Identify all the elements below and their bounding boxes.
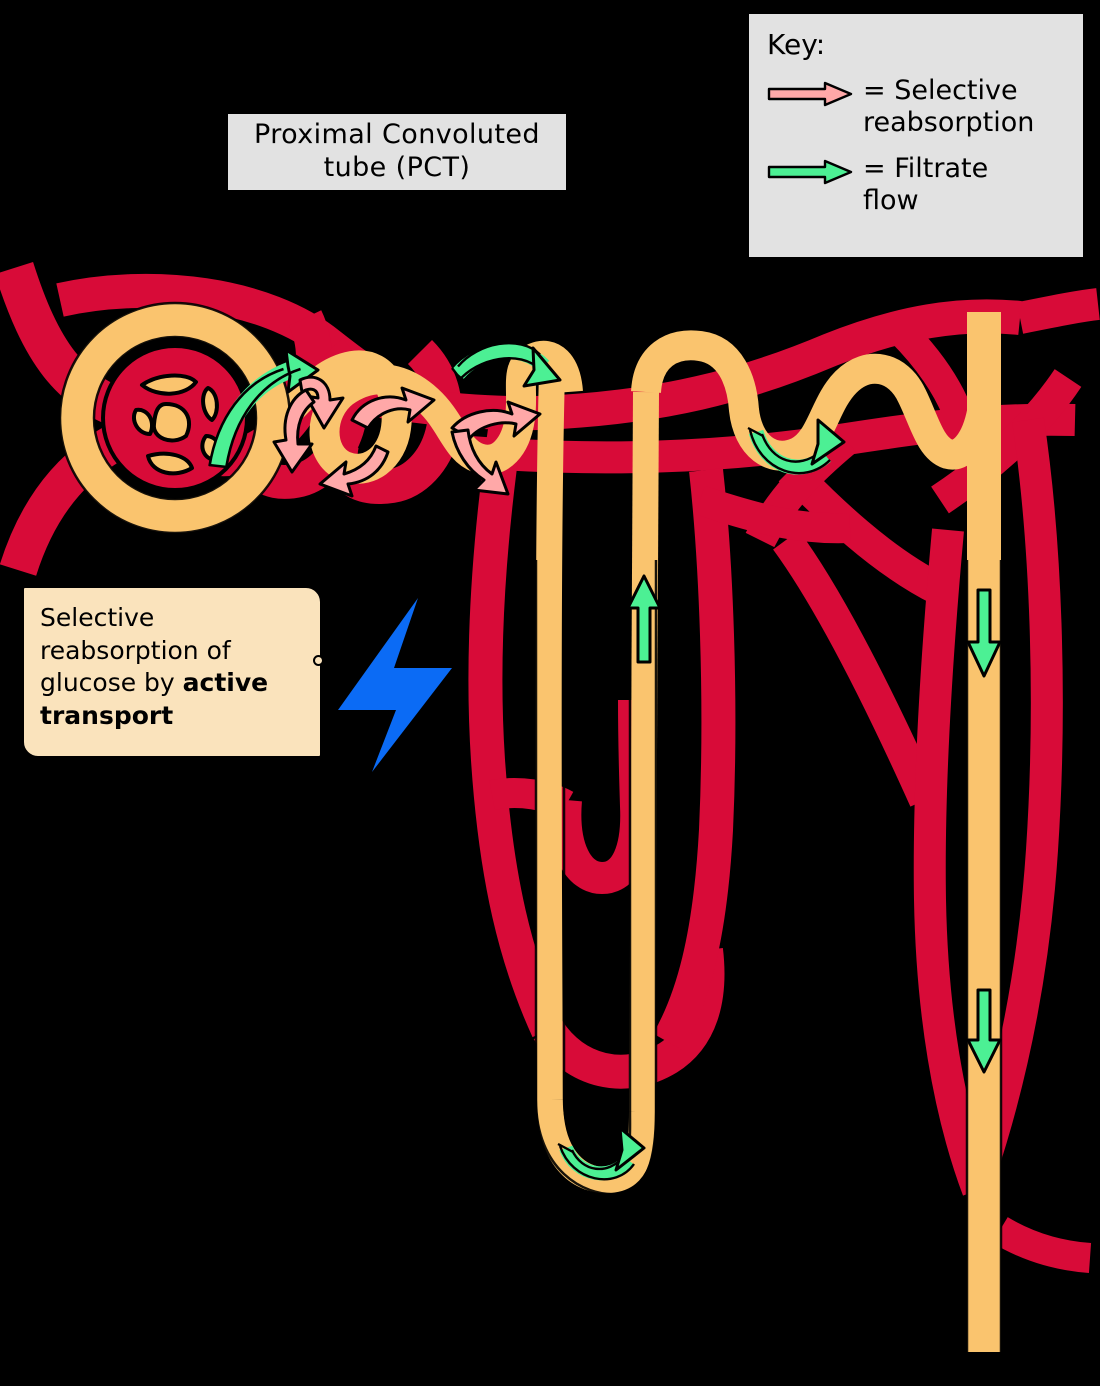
reabsorption-arrow-6: [450, 428, 510, 496]
callout-line-4: transport: [40, 700, 174, 730]
legend-entry-reabsorption-label: = Selective reabsorption: [861, 75, 1067, 139]
vasa-recta-left-descend: [468, 427, 564, 1038]
vasa-recta-duct-branch: [992, 1216, 1092, 1273]
reabsorption-arrow-group: [272, 375, 542, 498]
reabsorption-arrow-icon: [767, 81, 853, 115]
peritubular-top-right: [1016, 288, 1100, 334]
proximal-convoluted-tubule: [258, 340, 583, 484]
filtrate-collecting-duct-lower-arrow: [966, 988, 1002, 1074]
filtrate-into-pct-arrow: [208, 348, 320, 469]
callout-connector-dot: [313, 655, 324, 666]
legend-reabsorption-line1: = Selective: [863, 75, 1018, 107]
page-title: Proximal Convoluted tube (PCT): [226, 112, 568, 192]
callout-line-1: Selective: [40, 603, 155, 632]
reabsorption-arrow-3: [350, 386, 436, 430]
legend-entry-reabsorption: = Selective reabsorption: [767, 75, 1067, 139]
legend-heading: Key:: [767, 28, 826, 61]
callout-line-3-normal: glucose by: [40, 668, 183, 697]
lightning-bolt-icon: [338, 598, 452, 772]
title-line-2: tube (PCT): [323, 152, 471, 183]
filtrate-dct-valley-arrow: [747, 418, 846, 475]
peritubular-branch-e: [695, 485, 851, 544]
reabsorption-arrow-5: [450, 400, 542, 440]
filtrate-loop-bottom-arrow: [557, 1126, 646, 1181]
vasa-recta-right-descend: [653, 468, 736, 1051]
filtrate-ascending-limb-arrow: [626, 574, 662, 664]
legend-filtrate-line2: flow: [863, 184, 919, 216]
annotation-callout: Selective reabsorption of glucose by act…: [22, 586, 322, 758]
callout-line-3-emphasis: active: [182, 668, 269, 697]
reabsorption-arrow-2: [272, 388, 316, 474]
reabsorption-arrow-1: [298, 375, 345, 430]
peritubular-branch-b: [773, 530, 940, 807]
vasa-recta-inner-hook: [549, 699, 653, 894]
legend-reabsorption-line2: reabsorption: [863, 106, 1035, 138]
title-line-1: Proximal Convoluted: [254, 119, 540, 151]
legend-entry-filtrate: = Filtrate flow: [767, 153, 1067, 217]
callout-line-2: reabsorption of: [40, 635, 231, 665]
filtrate-collecting-duct-upper-arrow: [966, 588, 1002, 678]
reabsorption-arrow-4: [318, 444, 390, 498]
legend-filtrate-line1: = Filtrate: [863, 152, 989, 184]
vasa-recta-duct-left: [913, 528, 993, 1196]
filtrate-arrow-icon: [767, 159, 853, 193]
loop-of-henle-ascending-limb: [629, 391, 659, 1113]
tubule-group: [60, 303, 1001, 1352]
filtrate-pct-crest-arrow: [451, 342, 562, 388]
callout-line-3: glucose by active: [40, 667, 306, 700]
tubule-outline: [58, 301, 1003, 1352]
vasa-recta-duct-right: [962, 417, 1063, 1186]
loop-of-henle-descending-limb: [535, 371, 565, 1101]
filtrate-arrow-group: [208, 342, 1002, 1181]
legend: Key: = Selective reabsorption = Filtrate…: [747, 12, 1085, 259]
legend-entry-filtrate-label: = Filtrate flow: [861, 153, 1067, 217]
